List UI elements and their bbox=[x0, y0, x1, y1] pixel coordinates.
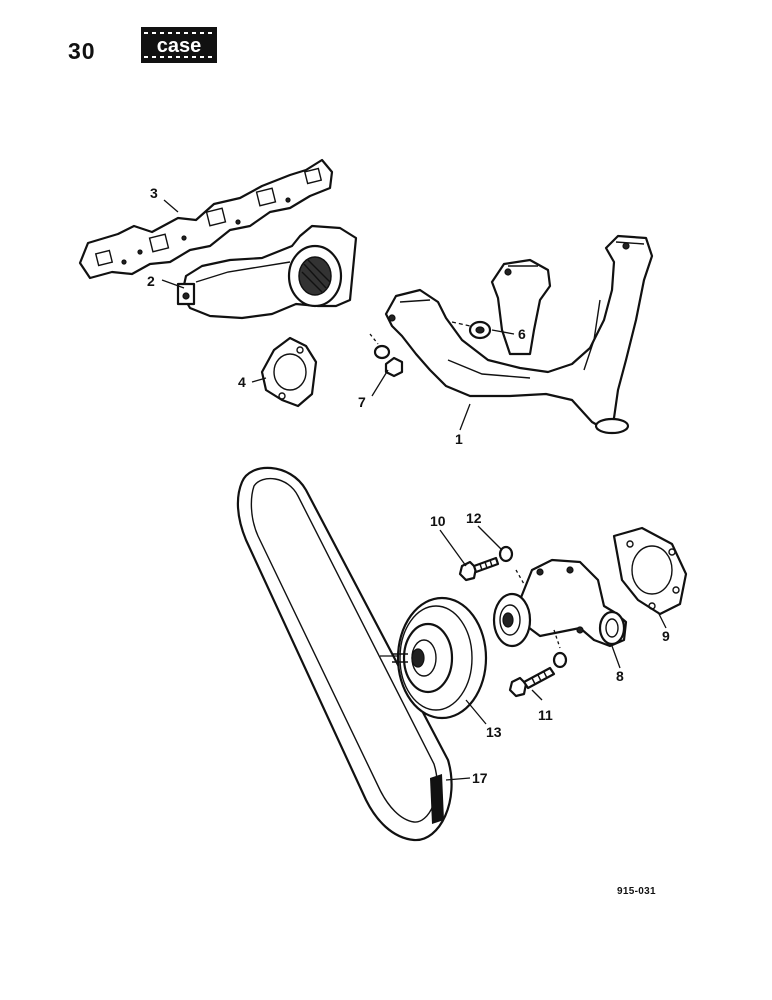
callout-11: 11 bbox=[538, 707, 553, 723]
callout-17: 17 bbox=[472, 770, 488, 786]
callout-10: 10 bbox=[430, 513, 446, 529]
exhaust-manifold bbox=[384, 234, 654, 435]
callout-4: 4 bbox=[238, 374, 246, 390]
page-number: 30 bbox=[68, 38, 96, 64]
callout-9: 9 bbox=[662, 628, 670, 644]
washer-small bbox=[373, 344, 391, 360]
flange-gasket bbox=[260, 336, 318, 408]
fan-pulley bbox=[380, 596, 488, 720]
figure-code: 915-031 bbox=[617, 886, 656, 897]
callout-8: 8 bbox=[616, 668, 624, 684]
logo-text: case bbox=[157, 35, 202, 57]
callout-13: 13 bbox=[486, 724, 502, 740]
nut bbox=[384, 356, 404, 378]
manifold-gasket bbox=[78, 158, 334, 280]
callout-2: 2 bbox=[147, 273, 155, 289]
pump-gasket bbox=[612, 526, 688, 616]
case-logo: case bbox=[141, 27, 217, 63]
lock-washer-lower bbox=[552, 651, 568, 669]
callout-12: 12 bbox=[466, 510, 482, 526]
callout-7: 7 bbox=[358, 394, 366, 410]
callout-6: 6 bbox=[518, 326, 526, 342]
bolt-lower bbox=[508, 666, 556, 698]
callout-1: 1 bbox=[455, 431, 463, 447]
intake-manifold bbox=[176, 224, 358, 320]
leader-lines bbox=[161, 199, 667, 781]
lock-washer bbox=[498, 545, 514, 563]
callout-3: 3 bbox=[150, 185, 158, 201]
bolt bbox=[458, 556, 500, 582]
water-pump bbox=[492, 558, 628, 648]
v-belt bbox=[236, 466, 453, 842]
